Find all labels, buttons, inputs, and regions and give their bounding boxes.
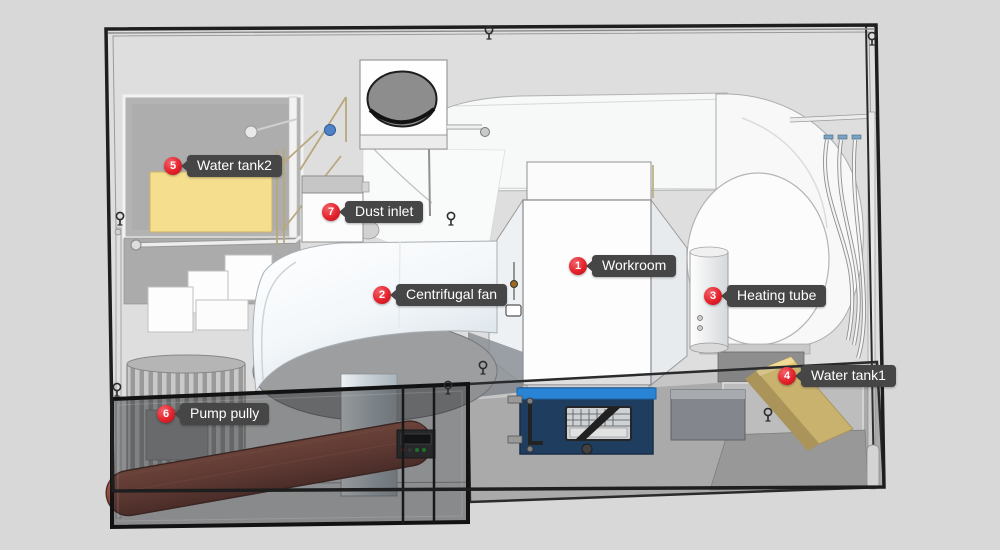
blue-valve — [324, 124, 336, 136]
callout-water-tank1: 4 Water tank1 — [778, 365, 896, 387]
workroom-box — [488, 161, 688, 398]
callout-pump-pully: 6 Pump pully — [157, 403, 270, 425]
callout-number-badge: 5 — [164, 157, 182, 175]
callout-number-badge: 1 — [569, 257, 587, 275]
callout-label: Pump pully — [180, 403, 270, 425]
callout-label: Heating tube — [727, 285, 827, 307]
fan-opening — [366, 70, 438, 128]
callout-label: Water tank2 — [187, 155, 282, 177]
callout-label: Dust inlet — [345, 201, 424, 223]
corner-pipe — [866, 444, 880, 490]
callout-number-badge: 3 — [704, 287, 722, 305]
callout-number-badge: 7 — [322, 203, 340, 221]
left-pipe — [114, 227, 122, 519]
callout-number-badge: 6 — [157, 405, 175, 423]
water-tank2 — [149, 171, 273, 233]
callout-label: Centrifugal fan — [396, 284, 508, 306]
enclosure-frame — [104, 23, 886, 493]
callout-centrifugal-fan: 2 Centrifugal fan — [373, 284, 508, 306]
callout-workroom: 1 Workroom — [569, 255, 677, 277]
control-box — [507, 387, 657, 455]
knob — [581, 443, 593, 455]
callout-label: Water tank1 — [801, 365, 896, 387]
exhaust-fan-unit — [359, 59, 490, 217]
callout-number-badge: 4 — [778, 367, 796, 385]
callout-heating-tube: 3 Heating tube — [704, 285, 827, 307]
callout-dust-inlet: 7 Dust inlet — [322, 201, 424, 223]
callout-label: Workroom — [592, 255, 677, 277]
callout-number-badge: 2 — [373, 286, 391, 304]
callout-water-tank2: 5 Water tank2 — [164, 155, 282, 177]
right-frame-and-hoses — [789, 24, 877, 488]
